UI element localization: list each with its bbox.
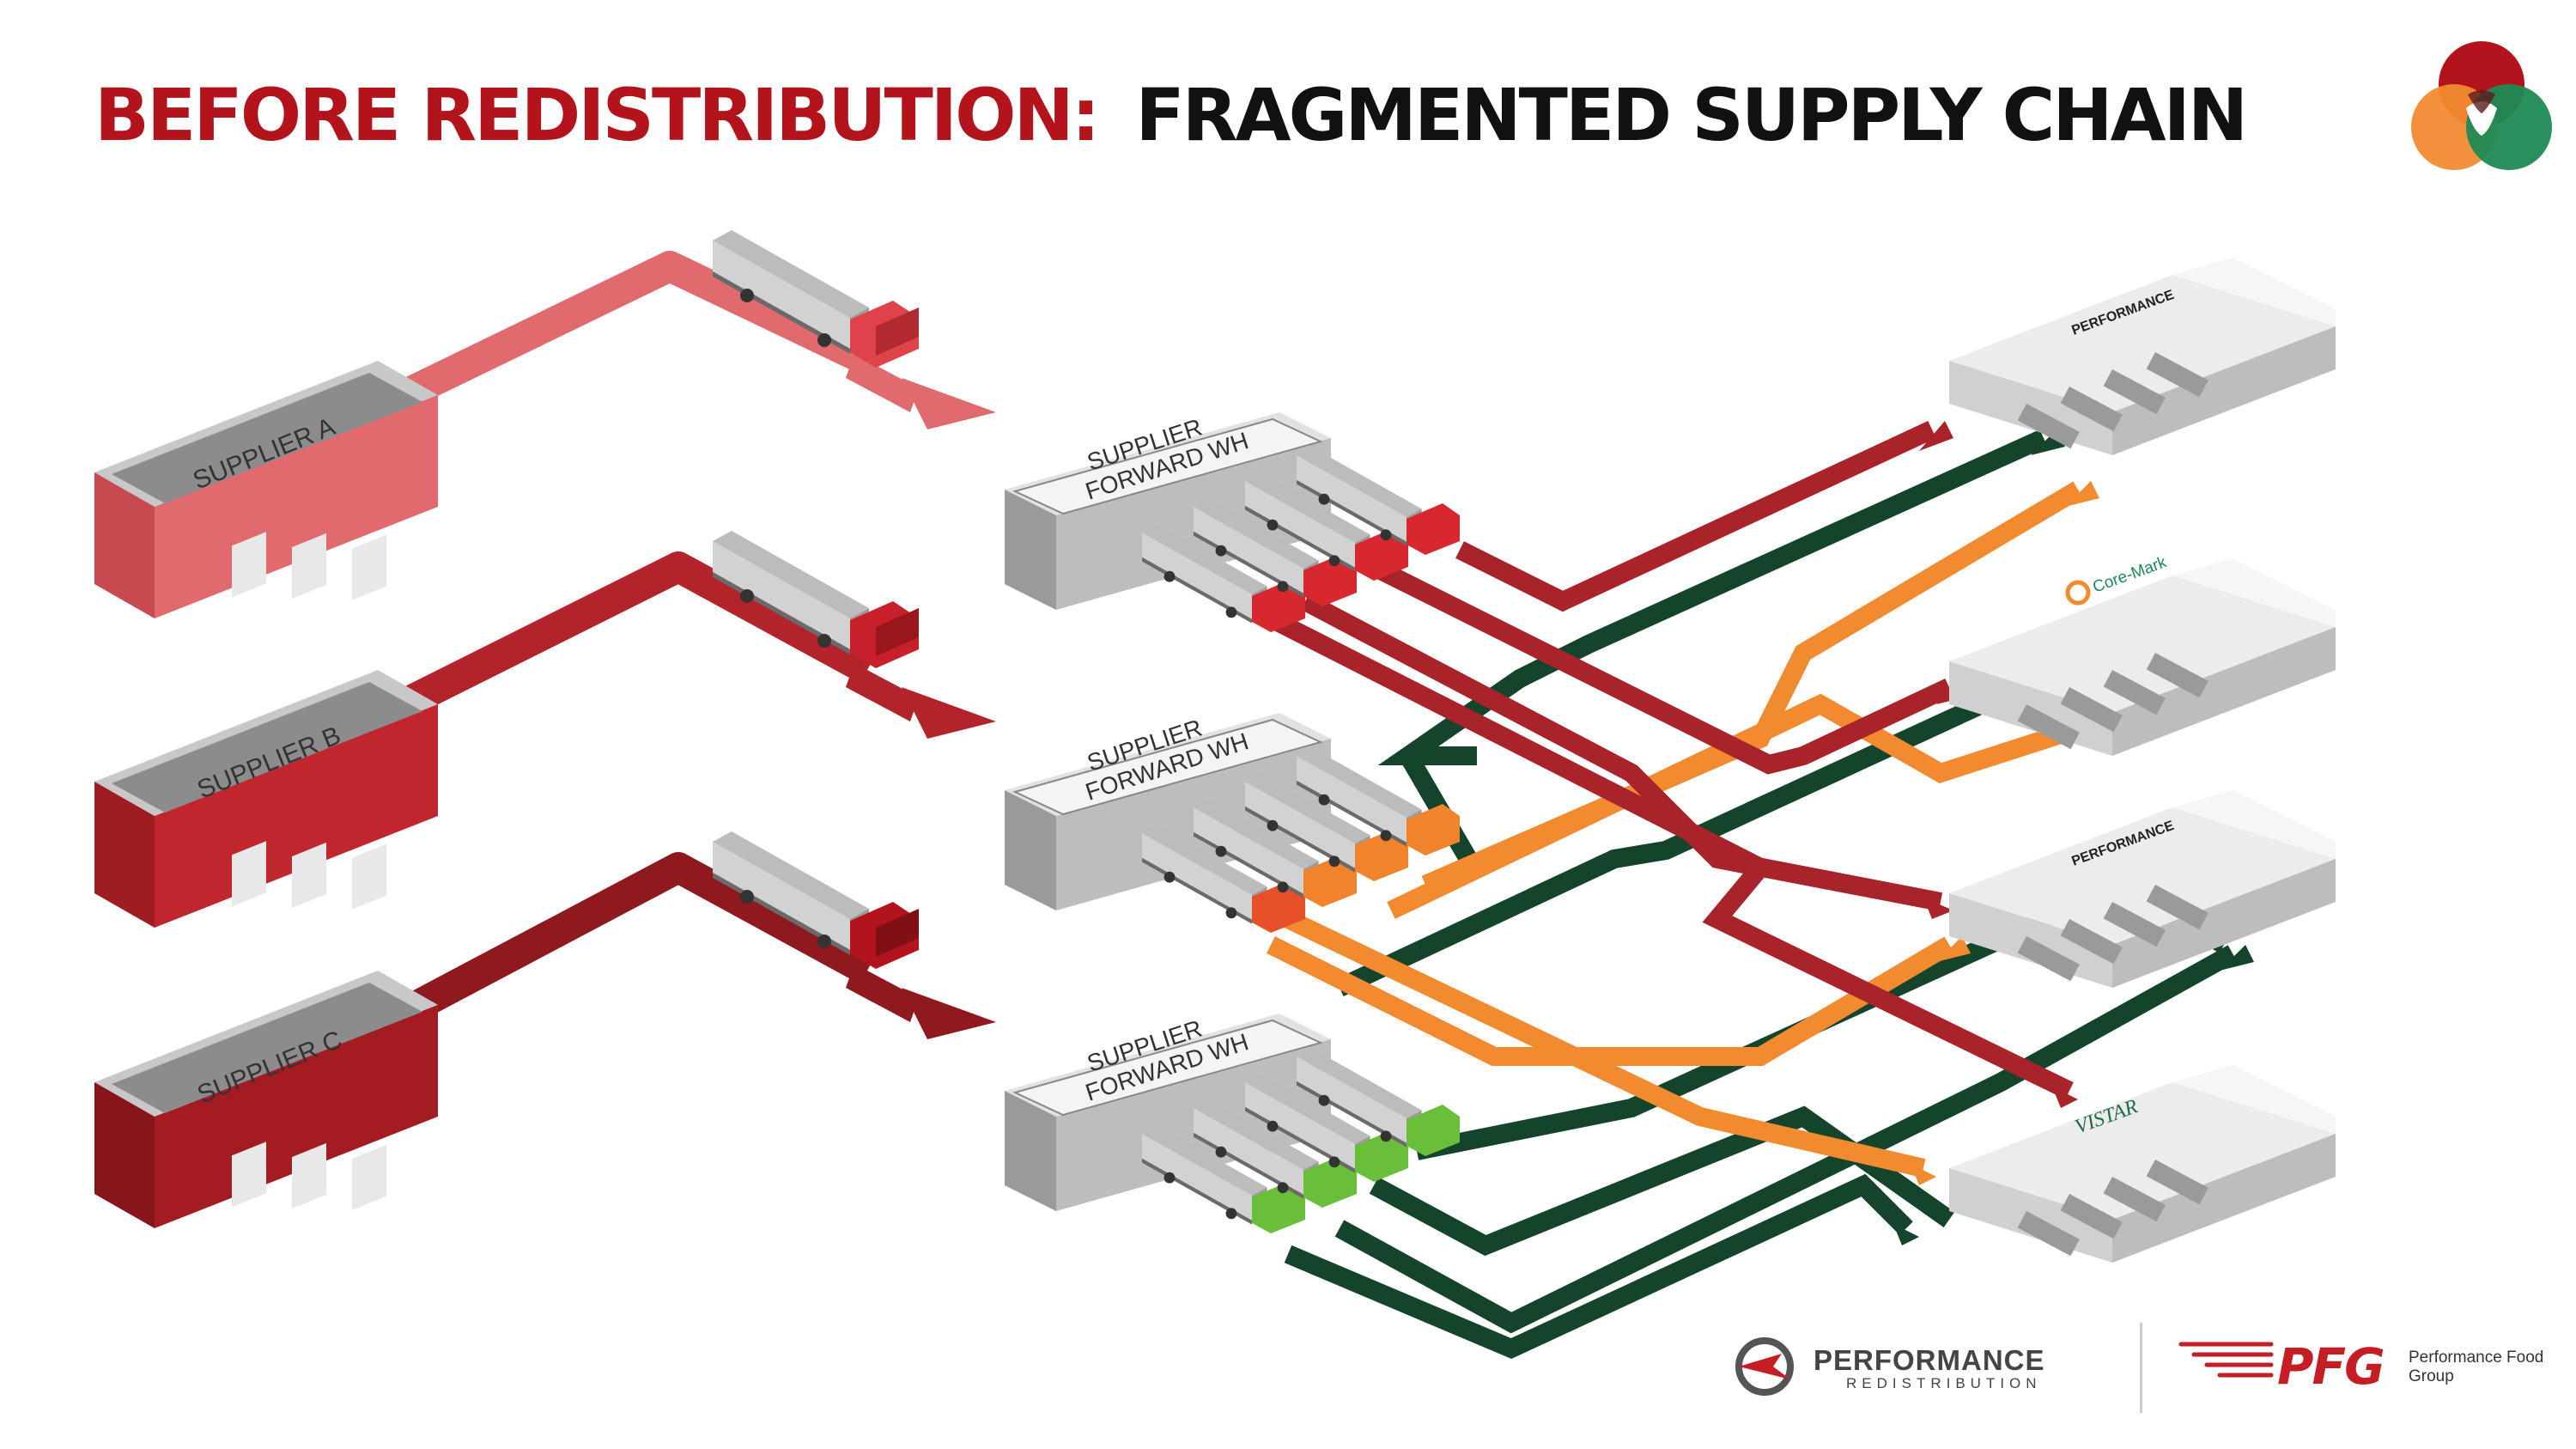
pfg-speed-lines-icon: [2178, 1342, 2274, 1378]
distributor-2: [1949, 558, 2336, 756]
pfg-logo-mark: PFG: [2277, 1337, 2385, 1396]
brand-circles-logo: [2411, 41, 2552, 170]
distributor-4: [1949, 1065, 2336, 1263]
supplier-a-building: [94, 361, 438, 618]
truck-supplier-b: [713, 531, 919, 668]
warehouse-1-trucks: [1142, 447, 1460, 632]
performance-redistribution-sub: REDISTRIBUTION: [1846, 1375, 2042, 1391]
truck-supplier-a: [713, 230, 919, 368]
flow-lines: [1267, 421, 2238, 1360]
performance-redistribution-icon: [1735, 1337, 1794, 1396]
page-title: BEFORE REDISTRIBUTION:FRAGMENTED SUPPLY …: [94, 79, 2248, 151]
supplier-c-arrow: [379, 852, 996, 1039]
warehouse-3-trucks: [1142, 1048, 1460, 1233]
pfg-logo-name: Performance Food Group: [2409, 1349, 2544, 1385]
distributor-1: [1949, 258, 2336, 455]
supplier-b-building: [94, 670, 438, 928]
supplier-c-building: [94, 971, 438, 1228]
supplier-a-arrow: [380, 251, 996, 429]
footer-divider: [2140, 1323, 2142, 1413]
distributor-3: [1949, 790, 2336, 988]
supplier-b-arrow: [379, 551, 996, 739]
performance-redistribution-name: PERFORMANCE: [1814, 1344, 2045, 1376]
truck-supplier-c: [713, 831, 919, 969]
title-fragmented: FRAGMENTED SUPPLY CHAIN: [1135, 73, 2248, 157]
core-mark-icon: [2065, 580, 2091, 606]
title-before: BEFORE REDISTRIBUTION:: [94, 73, 1100, 157]
warehouse-2-trucks: [1142, 747, 1460, 933]
